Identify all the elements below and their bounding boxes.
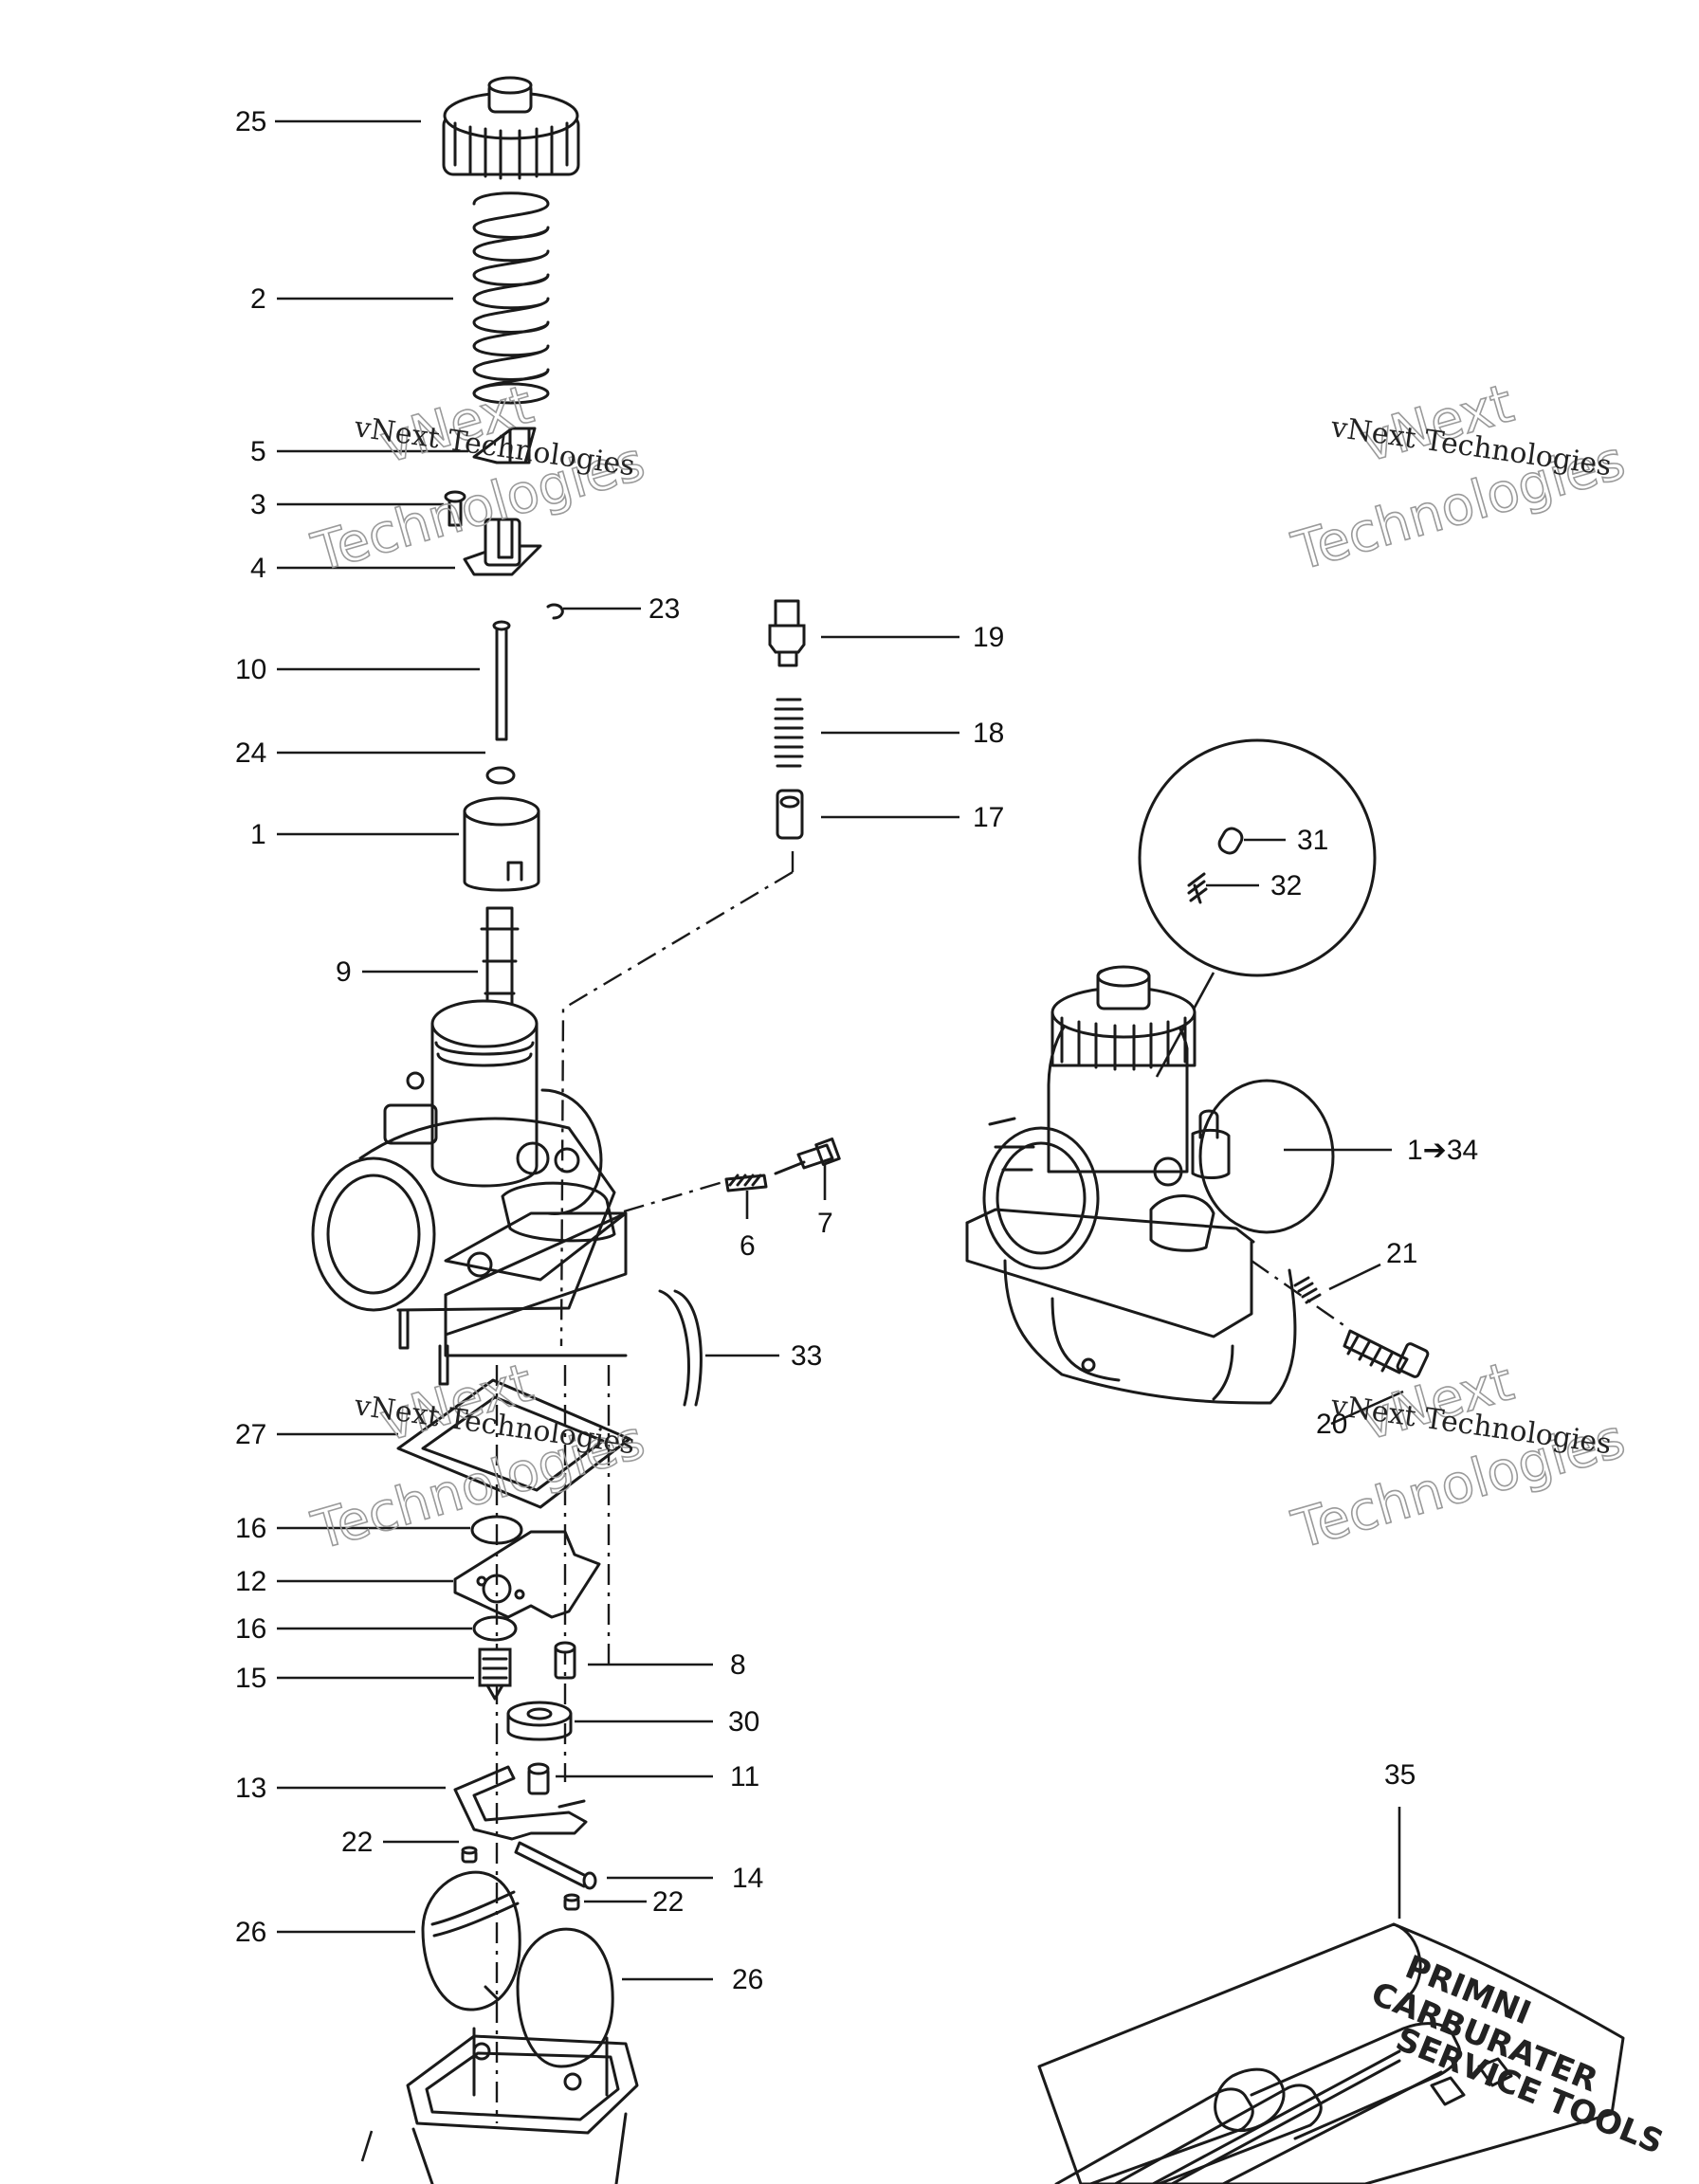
part-30-seat	[506, 1701, 573, 1741]
part-16-oring-lower	[472, 1615, 518, 1642]
callout-1: 1	[250, 819, 266, 850]
part-5-clip	[472, 427, 537, 464]
part-18-spring	[774, 698, 804, 768]
part-14-pin	[514, 1841, 597, 1890]
callout-5: 5	[250, 436, 266, 467]
callout-21: 21	[1386, 1238, 1417, 1269]
part-35-tool-kit: PRIMNI CARBURATER SERVICE TOOLS	[1037, 1922, 1669, 2184]
callout-19: 19	[973, 622, 1004, 653]
carburetor-body	[311, 999, 628, 1386]
carburetor-assembled	[965, 965, 1335, 1405]
callout-31: 31	[1297, 825, 1328, 856]
callout-22-right: 22	[652, 1886, 684, 1918]
float-bowl	[406, 2027, 639, 2184]
callout-26-left: 26	[235, 1917, 266, 1948]
callout-13: 13	[235, 1773, 266, 1804]
part-21-spring	[1293, 1276, 1322, 1304]
watermark-mid-left: vNext Technologies vNext Technologies	[304, 1352, 651, 1563]
part-19-fitting	[768, 599, 806, 667]
watermark-top-left: vNext Technologies vNext Technologies	[304, 373, 651, 585]
callout-14: 14	[732, 1863, 763, 1894]
callout-26-right: 26	[732, 1964, 763, 1995]
callout-18: 18	[973, 718, 1004, 749]
part-25-cap	[442, 76, 580, 180]
part-8-jet	[554, 1641, 576, 1680]
callout-16-lower: 16	[235, 1613, 266, 1645]
part-16-oring-upper	[470, 1515, 523, 1545]
callout-22-left: 22	[341, 1827, 373, 1858]
leader-lines	[275, 119, 1404, 2162]
part-24-washer	[485, 766, 516, 785]
part-4-holder	[463, 518, 542, 576]
callout-20: 20	[1316, 1409, 1347, 1440]
part-2-spring	[472, 191, 550, 405]
callout-17: 17	[973, 802, 1004, 833]
part-26-float-right	[516, 1927, 614, 2068]
callout-11: 11	[730, 1761, 759, 1793]
part-7-screw	[774, 1138, 841, 1175]
part-27-gasket	[396, 1378, 631, 1509]
callout-8: 8	[730, 1649, 746, 1681]
part-3-screw	[444, 490, 466, 527]
part-9-needle-jet	[480, 906, 520, 1014]
part-33-tube	[658, 1289, 703, 1407]
part-22-washer-left	[461, 1846, 478, 1864]
watermark-top-right: vNext Technologies vNext Technologies	[1285, 372, 1632, 583]
callout-16-upper: 16	[235, 1513, 266, 1544]
part-23-eclip	[546, 603, 564, 620]
callout-9: 9	[336, 956, 352, 988]
part-11-jet	[527, 1762, 550, 1795]
callout-labels: 25 2 5 3 4 23 10 19 18 24 1 17 31 32 9 1…	[235, 106, 1478, 1995]
callout-2: 2	[250, 283, 266, 315]
callout-33: 33	[791, 1340, 822, 1372]
callout-35: 35	[1384, 1759, 1416, 1791]
callout-24: 24	[235, 737, 266, 769]
part-13-float-arm	[453, 1765, 588, 1841]
part-1-slide	[463, 796, 540, 892]
callout-25: 25	[235, 106, 266, 137]
part-6-spring	[724, 1174, 768, 1192]
part-10-needle	[492, 620, 511, 741]
part-17-plunger	[776, 789, 804, 840]
callout-15: 15	[235, 1663, 266, 1694]
watermark-mid-right: vNext Technologies vNext Technologies	[1285, 1350, 1632, 1561]
callout-27: 27	[235, 1419, 266, 1450]
part-20-screw	[1343, 1329, 1430, 1378]
part-22-washer-right	[563, 1893, 580, 1911]
part-26-float-left	[421, 1870, 521, 2011]
callout-4: 4	[250, 553, 266, 584]
callout-30: 30	[728, 1706, 759, 1738]
part-15-holder	[478, 1647, 512, 1701]
callout-23: 23	[649, 593, 680, 625]
callout-1-34: 1➔34	[1407, 1135, 1478, 1166]
callout-12: 12	[235, 1566, 266, 1597]
callout-3: 3	[250, 489, 266, 520]
callout-10: 10	[235, 654, 266, 685]
callout-7: 7	[817, 1208, 833, 1239]
part-12-plate	[453, 1530, 601, 1619]
callout-32: 32	[1270, 870, 1302, 901]
callout-6: 6	[740, 1230, 756, 1262]
